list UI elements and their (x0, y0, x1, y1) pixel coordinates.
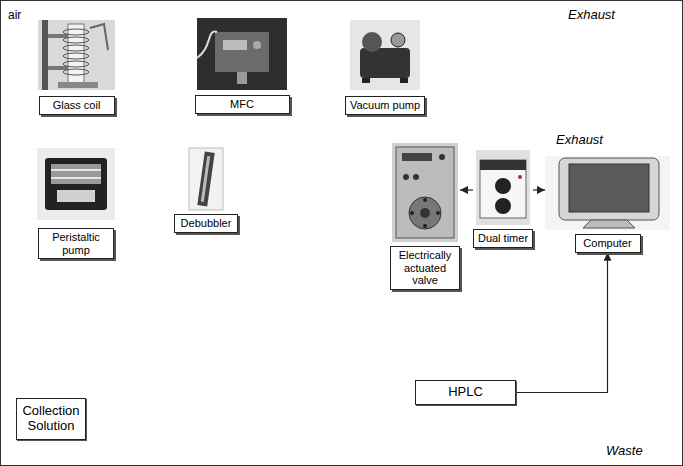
node-label: HPLC (448, 385, 483, 400)
equipment-node: MFC (195, 18, 290, 114)
debubbler-photo (189, 148, 223, 210)
equipment-node: Dual timer (473, 150, 533, 248)
node-label: Dual timer (477, 232, 529, 245)
photo-area (174, 148, 238, 214)
caption-box: Peristaltic pump (38, 228, 114, 259)
glass-coil-photo (38, 20, 115, 90)
photo-area (473, 150, 533, 229)
equipment-node: Vacuum pump (345, 20, 425, 115)
port-label: Exhaust (568, 8, 615, 22)
photo-area (195, 18, 290, 95)
node-label: Vacuum pump (349, 99, 421, 112)
node-label: Computer (579, 237, 637, 250)
computer-photo (545, 156, 670, 230)
arrow-connector (460, 189, 473, 190)
timer-photo (476, 150, 530, 225)
photo-area (345, 20, 425, 96)
caption-box: MFC (195, 95, 290, 114)
equipment-node: Glass coil (38, 20, 115, 115)
photo-area (38, 20, 115, 96)
caption-box: Vacuum pump (345, 96, 425, 115)
photo-area (37, 148, 115, 228)
port-label: air (8, 9, 21, 22)
node-label: MFC (199, 98, 286, 111)
equipment-node: Electrically actuated valve (390, 143, 460, 290)
caption-box: Glass coil (39, 96, 115, 115)
process-box: Collection Solution (16, 398, 86, 440)
arrow-connector (533, 189, 545, 190)
arrow-connector (516, 253, 608, 393)
equipment-node: Debubbler (174, 148, 238, 233)
caption-box: Computer (575, 234, 641, 253)
caption-box: Electrically actuated valve (390, 246, 460, 290)
equipment-node: Computer (545, 156, 670, 253)
process-box: HPLC (415, 380, 516, 405)
valve-photo (392, 143, 458, 242)
peristaltic-pump-photo (37, 148, 115, 220)
vacuum-pump-photo (350, 20, 420, 90)
photo-area (390, 143, 460, 246)
port-label: Exhaust (556, 133, 603, 147)
port-label: Waste (606, 444, 643, 458)
mfc-photo (197, 18, 287, 90)
node-label: Peristaltic pump (42, 231, 110, 256)
caption-box: Debubbler (174, 214, 238, 233)
caption-box: Dual timer (473, 229, 533, 248)
equipment-node: Peristaltic pump (37, 148, 115, 259)
node-label: Debubbler (178, 217, 234, 230)
node-label: Glass coil (43, 99, 111, 112)
node-label: Electrically actuated valve (394, 249, 456, 287)
photo-area (545, 156, 670, 234)
node-label: Collection Solution (21, 404, 81, 434)
